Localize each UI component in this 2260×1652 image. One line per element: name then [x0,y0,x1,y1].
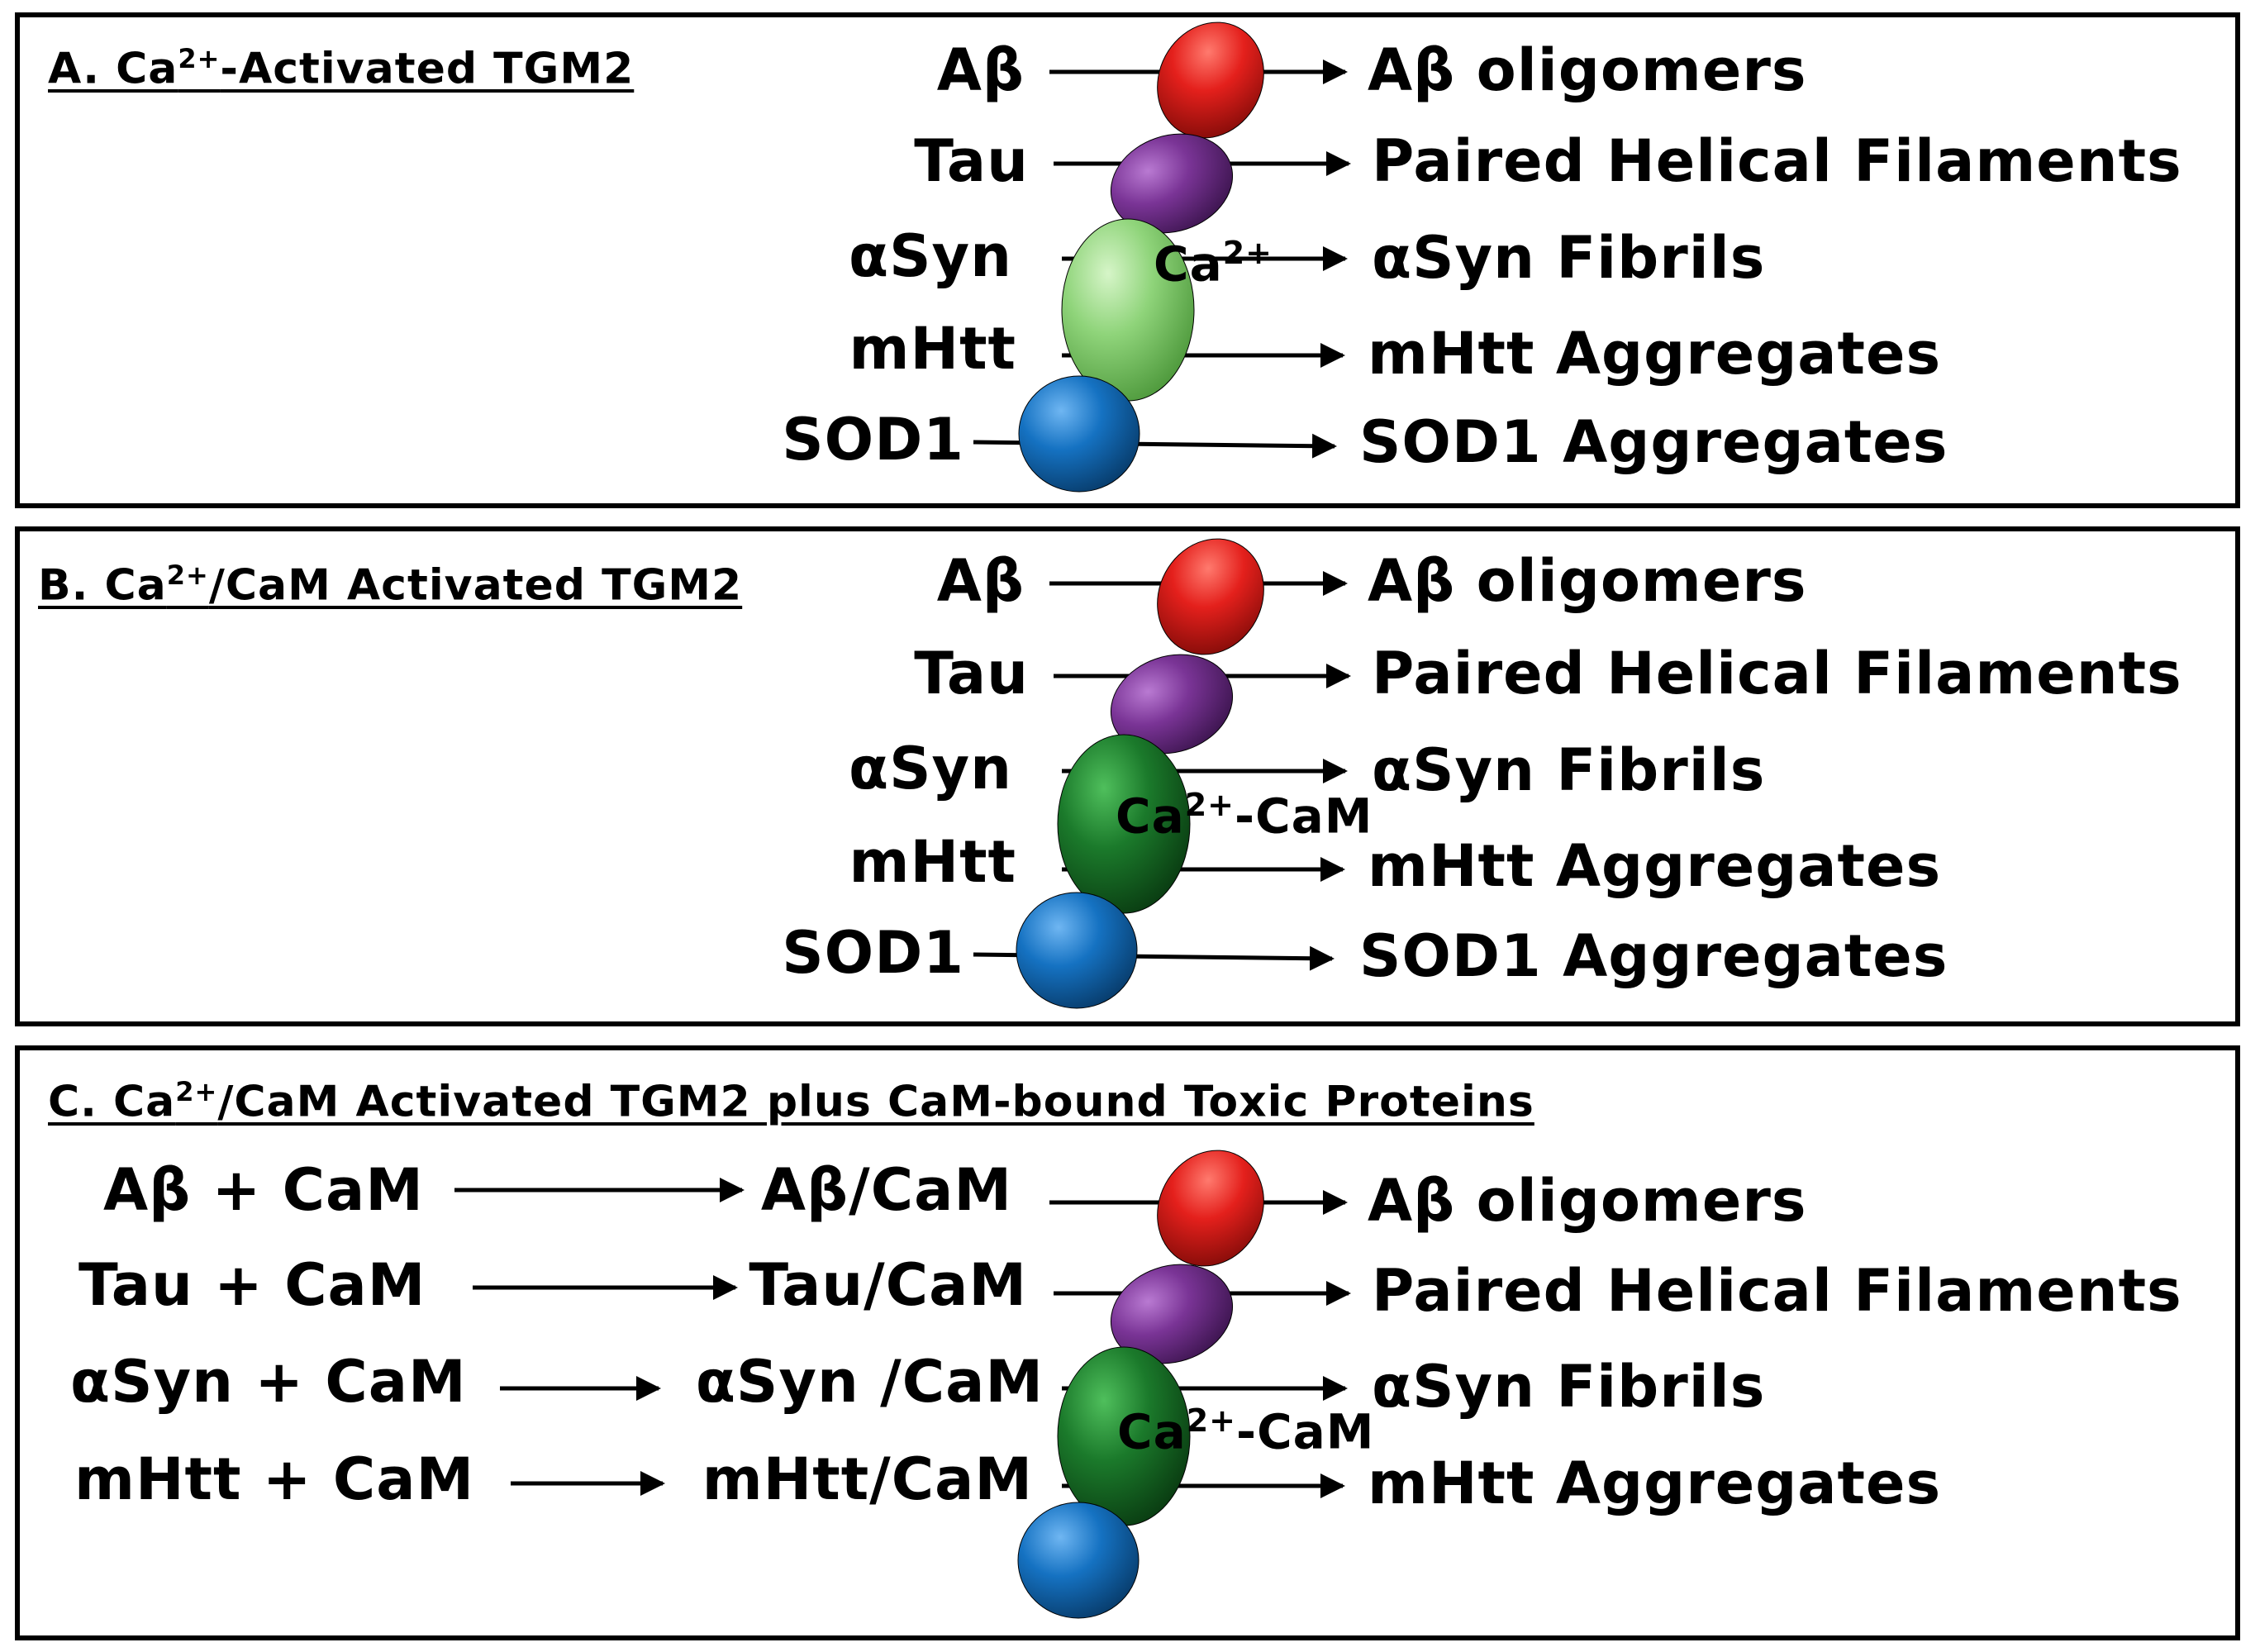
panel-c [15,1045,2240,1640]
input-mhtt-a: mHtt [849,315,1016,383]
cofactor-label-b: Ca2+-CaM [1116,787,1373,845]
tgm2-domain4-a [1018,375,1140,493]
tgm2-domain2-a [1110,133,1234,234]
output-abeta-b: Aβ oligomers [1368,547,1807,615]
output-phf-c: Paired Helical Filaments [1372,1257,2182,1325]
input-abeta-a: Aβ [936,36,1025,104]
cofactor-label-a: Ca2+ [1154,235,1273,293]
tgm2-domain3-b [1057,734,1191,914]
output-abeta-c: Aβ oligomers [1368,1167,1807,1235]
tgm2-domain1-b [1157,538,1264,655]
complex-mhtt-cam: mHtt/CaM [702,1445,1033,1513]
tgm2-shape-c [1017,1150,1264,1619]
tgm2-domain2-c [1110,1264,1234,1364]
tgm2-domain2-b [1110,654,1234,755]
tgm2-shape-b [1016,538,1264,1009]
input-asyn-b: αSyn [849,735,1012,802]
output-mhtt-b: mHtt Aggregates [1368,832,1942,900]
reactant-mhtt-c: mHtt + CaM [74,1445,475,1513]
complex-tau-cam: Tau/CaM [749,1251,1027,1319]
tgm2-shape-a [1018,21,1264,493]
input-mhtt-b: mHtt [849,828,1016,896]
tgm2-domain1-a [1157,21,1264,139]
complex-abeta-cam: Aβ/CaM [760,1156,1012,1224]
input-sod1-a: SOD1 [782,406,964,474]
tgm2-domain4-b [1016,892,1138,1009]
panel-a [15,12,2240,508]
panel-c-title: C. Ca2+/CaM Activated TGM2 plus CaM-boun… [48,1076,1534,1127]
reactant-abeta-c: Aβ + CaM [103,1156,424,1224]
output-asyn-a: αSyn Fibrils [1372,224,1766,292]
panel-a-title: A. Ca2+-Activated TGM2 [48,43,635,94]
input-tau-b: Tau [914,640,1029,707]
tgm2-domain1-c [1157,1150,1264,1267]
cofactor-label-c: Ca2+-CaM [1117,1402,1375,1460]
reactant-asyn-c: αSyn + CaM [70,1348,467,1416]
panel-b [15,526,2240,1026]
output-phf-a: Paired Helical Filaments [1372,127,2182,195]
output-abeta-a: Aβ oligomers [1368,36,1807,104]
output-mhtt-a: mHtt Aggregates [1368,320,1942,388]
output-sod1-a: SOD1 Aggregates [1359,408,1948,476]
output-asyn-b: αSyn Fibrils [1372,736,1766,804]
tgm2-domain4-c [1017,1502,1140,1619]
input-tau-a: Tau [914,127,1029,195]
output-phf-b: Paired Helical Filaments [1372,640,2182,707]
complex-asyn-cam: αSyn /CaM [695,1348,1044,1416]
input-sod1-b: SOD1 [782,919,964,987]
reactant-tau-c: Tau + CaM [79,1251,426,1319]
input-abeta-b: Aβ [936,547,1025,615]
input-asyn-a: αSyn [849,222,1012,290]
output-asyn-c: αSyn Fibrils [1372,1353,1766,1421]
output-sod1-b: SOD1 Aggregates [1359,922,1948,990]
output-mhtt-c: mHtt Aggregates [1368,1450,1942,1517]
panel-b-title: B. Ca2+/CaM Activated TGM2 [38,559,743,611]
